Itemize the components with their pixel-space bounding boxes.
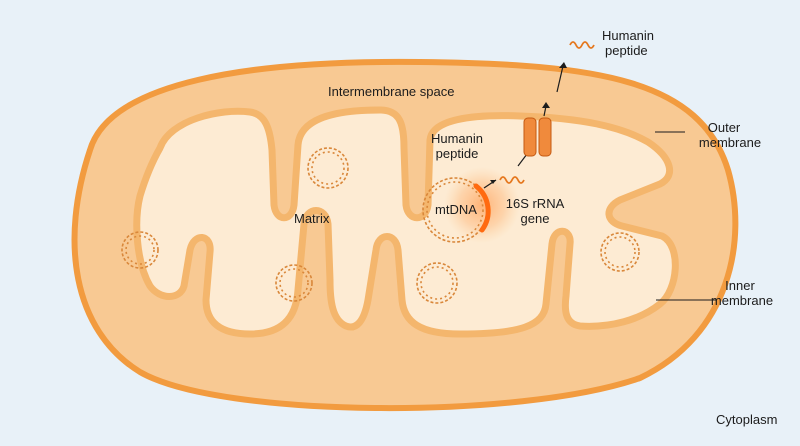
arrow-icon xyxy=(542,62,567,117)
inner-membrane xyxy=(133,106,679,338)
mtdna-plasmid-icon xyxy=(416,262,458,304)
mtdna-plasmid-icon xyxy=(121,231,159,269)
mtdna-main xyxy=(422,167,520,243)
mtdna-label: mtDNA xyxy=(435,202,477,217)
cytoplasm-label: Cytoplasm xyxy=(716,412,777,427)
mtdna-plasmid-icon xyxy=(275,264,313,302)
mtdna-plasmid-icon xyxy=(307,147,349,189)
humanin-outer-label-line1: Humanin xyxy=(602,28,654,43)
gene-label-line1: 16S rRNA xyxy=(506,196,565,211)
inner-membrane-label-line1: Inner xyxy=(725,278,755,293)
intermembrane-space-label: Intermembrane space xyxy=(328,84,454,99)
inner-membrane-label-line2: membrane xyxy=(711,293,773,308)
gene-label-line2: gene xyxy=(521,211,550,226)
humanin-inner-label-line1: Humanin xyxy=(431,131,483,146)
matrix-label: Matrix xyxy=(294,211,330,226)
arrow-icon xyxy=(483,179,497,189)
peptide-strand-icon xyxy=(499,176,525,184)
membrane-channel-icon xyxy=(523,117,552,157)
mtdna-plasmid-icon xyxy=(600,232,640,272)
peptide-strand-icon xyxy=(569,41,595,49)
outer-membrane-label-line1: Outer xyxy=(708,120,741,135)
outer-membrane-label-line2: membrane xyxy=(699,135,761,150)
humanin-outer-label-line2: peptide xyxy=(605,43,648,58)
humanin-inner-label-line2: peptide xyxy=(436,146,479,161)
